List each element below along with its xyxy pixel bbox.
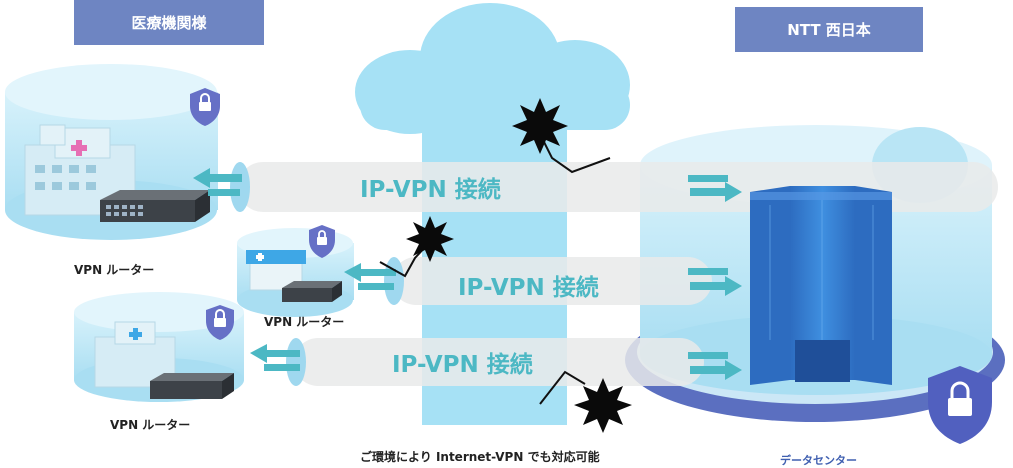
tunnel-label-2: IP-VPN 接続 xyxy=(458,275,599,301)
attack-threat-icons xyxy=(379,98,632,433)
vpn-router-1 xyxy=(100,190,210,222)
router-caption-site3: VPN ルーター xyxy=(110,418,191,432)
tunnel-label-3: IP-VPN 接続 xyxy=(392,352,533,378)
shield-lock-icon xyxy=(190,88,220,126)
datacenter-caption: データセンター xyxy=(780,454,857,467)
left-header-label: 医療機関様 xyxy=(74,0,264,45)
router-caption-site2: VPN ルーター xyxy=(264,315,345,329)
right-header-label: NTT 西日本 xyxy=(735,7,923,52)
shield-lock-icon xyxy=(206,305,234,340)
vpn-router-3 xyxy=(150,373,234,399)
arrows xyxy=(193,168,742,380)
shield-lock-icon xyxy=(309,225,335,258)
shield-lock-icon xyxy=(928,366,992,444)
datacenter-building xyxy=(750,186,892,385)
tunnel-label-1: IP-VPN 接続 xyxy=(360,177,501,203)
footnote: ご環境により Internet-VPN でも対応可能 xyxy=(360,450,600,464)
tunnels xyxy=(230,162,998,386)
vpn-router-2 xyxy=(282,281,342,302)
router-caption-site1: VPN ルーター xyxy=(74,263,155,277)
